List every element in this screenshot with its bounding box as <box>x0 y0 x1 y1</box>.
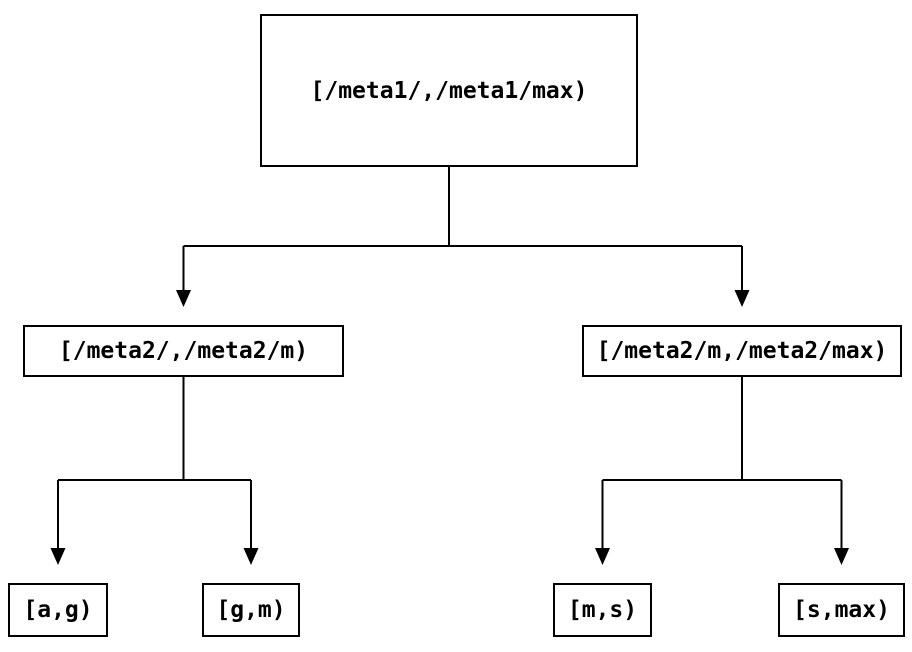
arrowhead-down-icon <box>734 290 750 307</box>
arrowhead-down-icon <box>834 548 849 565</box>
arrowhead-down-icon <box>243 548 259 565</box>
arrowhead-down-icon <box>50 548 66 565</box>
node-leaf-g-m: [g,m) <box>202 583 300 637</box>
node-root: [/meta1/,/meta1/max) <box>260 14 638 167</box>
node-right-child: [/meta2/m,/meta2/max) <box>582 325 902 377</box>
arrowhead-down-icon <box>595 548 610 565</box>
node-leaf-m-s: [m,s) <box>553 583 652 637</box>
node-left-child: [/meta2/,/meta2/m) <box>23 325 344 377</box>
node-leaf-s-max: [s,max) <box>778 583 905 637</box>
node-leaf-a-g: [a,g) <box>8 583 108 637</box>
arrowhead-down-icon <box>176 290 191 307</box>
